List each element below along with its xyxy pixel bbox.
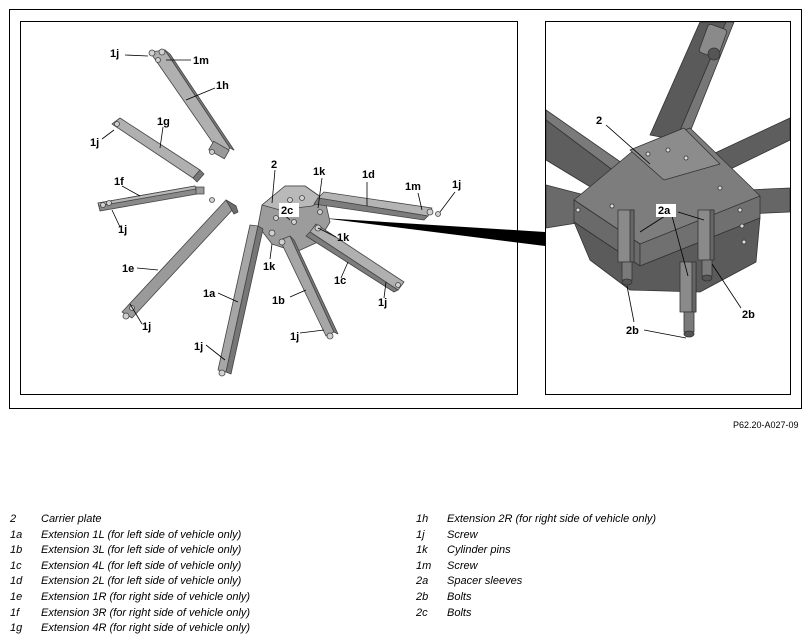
callout-1a: 1a (203, 288, 216, 300)
outer-frame (9, 9, 802, 409)
legend-text: Extension 4R (for right side of vehicle … (41, 622, 251, 635)
callouts-overview: 1j 1m 1h 1g 1j 1f 1j 1e 1j 1a 1j 2 2c 1k… (90, 48, 461, 353)
legend-left: 2 Carrier plate 1a Extension 1L (for left s… (10, 512, 250, 637)
figure-reference: P62.20-A027-09 (733, 420, 799, 430)
legend-row: 1f Extension 3R (for right side of vehicl… (10, 606, 250, 622)
callout-2: 2 (271, 159, 277, 171)
legend-text: Screw (447, 559, 478, 572)
legend-text: Extension 2L (for left side of vehicle o… (41, 575, 242, 588)
legend-key: 1m (416, 559, 432, 572)
callout-1j: 1j (110, 48, 119, 60)
legend-row: 1a Extension 1L (for left side of vehicle… (10, 528, 250, 544)
callout-2b: 2b (626, 325, 639, 337)
callout-1g: 1g (157, 116, 170, 128)
callout-1h: 1h (216, 80, 229, 92)
legend-key: 1k (416, 544, 428, 557)
legend-row: 1g Extension 4R (for right side of vehicl… (10, 621, 250, 637)
legend-key: 1g (10, 622, 23, 635)
legend-text: Extension 1L (for left side of vehicle o… (41, 528, 242, 541)
legend-row: 1j Screw (416, 528, 656, 544)
callout-1k: 1k (263, 261, 276, 273)
legend-row: 2 Carrier plate (10, 512, 250, 528)
legend-text: Extension 4L (for left side of vehicle o… (41, 559, 242, 572)
callout-1j: 1j (118, 224, 127, 236)
legend-row: 1e Extension 1R (for right side of vehicl… (10, 590, 250, 606)
callout-1b: 1b (272, 295, 285, 307)
callouts-detail: 2 2a 2b 2b (596, 115, 755, 337)
zoom-wedge (322, 218, 545, 246)
legend-key: 2a (416, 575, 429, 588)
legend-row: 1h Extension 2R (for right side of vehicl… (416, 512, 656, 528)
legend-text: Bolts (447, 606, 472, 619)
callout-1j: 1j (452, 179, 461, 191)
legend-row: 2b Bolts (416, 590, 656, 606)
legend-row: 1m Screw (416, 559, 656, 575)
callout-2c-bg (279, 203, 299, 217)
legend-row: 1b Extension 3L (for left side of vehicle… (10, 543, 250, 559)
legend-key: 1c (10, 559, 22, 572)
callout-1k: 1k (337, 232, 350, 244)
legend-key: 1f (10, 606, 20, 619)
legend-key: 2b (416, 590, 429, 603)
legend-key: 2 (10, 513, 17, 525)
legend-text: Screw (447, 528, 478, 541)
detail-view (546, 22, 790, 338)
leader-lines-overview (101, 54, 456, 361)
legend-key: 1j (416, 528, 425, 541)
legend-text: Carrier plate (41, 513, 102, 525)
callout-1e: 1e (122, 263, 134, 275)
legend-text: Extension 3R (for right side of vehicle … (41, 606, 251, 619)
legend-key: 2c (416, 606, 428, 619)
legend-key: 1a (10, 528, 23, 541)
leader-lines-detail (605, 124, 742, 339)
callout-1m: 1m (193, 55, 209, 67)
legend-row: 2c Bolts (416, 606, 656, 622)
callout-1c: 1c (334, 275, 346, 287)
callout-1j: 1j (142, 321, 151, 333)
callout-1j: 1j (290, 331, 299, 343)
legend-right: 1h Extension 2R (for right side of vehicl… (416, 512, 656, 621)
legend-text: Extension 2R (for right side of vehicle … (447, 513, 657, 525)
legend-row: 1k Cylinder pins (416, 543, 656, 559)
callout-2a: 2a (658, 205, 671, 217)
callout-2c: 2c (281, 205, 293, 217)
callout-1m: 1m (405, 181, 421, 193)
callout-1d: 1d (362, 169, 375, 181)
legend-key: 1h (416, 513, 429, 525)
callout-2: 2 (596, 115, 602, 127)
legend-key: 1e (10, 590, 23, 603)
legend-text: Extension 1R (for right side of vehicle … (41, 590, 251, 603)
callout-1j: 1j (90, 137, 99, 149)
legend-row: 1c Extension 4L (for left side of vehicle… (10, 559, 250, 575)
parts-overview (97, 48, 441, 377)
callout-1j: 1j (378, 297, 387, 309)
legend-text: Cylinder pins (447, 544, 511, 557)
legend-text: Extension 3L (for left side of vehicle o… (41, 544, 242, 557)
callout-1f: 1f (114, 176, 124, 188)
legend-key: 1d (10, 575, 23, 588)
callout-2b: 2b (742, 309, 755, 321)
callout-1k: 1k (313, 166, 326, 178)
legend-text: Spacer sleeves (447, 575, 523, 588)
legend-row: 1d Extension 2L (for left side of vehicle… (10, 574, 250, 590)
legend-key: 1b (10, 544, 23, 557)
callout-1j: 1j (194, 341, 203, 353)
callout-2a-bg (656, 204, 676, 217)
legend-row: 2a Spacer sleeves (416, 574, 656, 590)
legend-text: Bolts (447, 590, 472, 603)
